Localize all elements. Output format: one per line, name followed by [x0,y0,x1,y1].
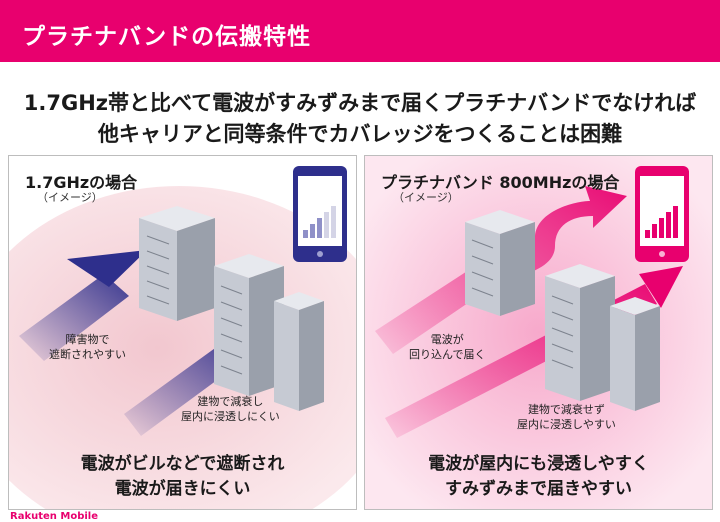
headline: 1.7GHz帯と比べて電波がすみずみまで届くプラチナバンドでなければ 他キャリア… [0,88,720,150]
building-a [465,210,535,316]
building-b [545,264,615,401]
signal-bar [317,218,322,238]
headline-line-1: 1.7GHz帯と比べて電波がすみずみまで届くプラチナバンドでなければ [23,91,697,115]
arrow-penetrate [639,266,683,308]
smartphone-icon [635,166,689,262]
smartphone-icon [293,166,347,262]
label-blocked: 障害物で遮断されやすい [49,333,126,361]
scene-1-7ghz [9,166,356,509]
signal-bar [673,206,678,238]
header-bar: プラチナバンドの伝搬特性 [0,0,720,62]
footer-brand: Rakuten Mobile [10,511,98,522]
conclusion-1-7ghz: 電波がビルなどで遮断され電波が届きにくい [80,454,285,499]
signal-bar [303,230,308,238]
building-c [274,292,324,411]
panel-title-1-7ghz: 1.7GHzの場合 [25,173,138,192]
slide-title: プラチナバンドの伝搬特性 [22,24,312,50]
signal-bar [652,224,657,238]
label-penetrate: 建物で減衰せず屋内に浸透しやすい [517,403,616,431]
signal-bar [310,224,315,238]
panel-1-7ghz: 1.7GHzの場合 （イメージ） 障害物で遮断されやすい 建物で減衰し屋内に浸透… [8,155,357,510]
conclusion-800mhz: 電波が屋内にも浸透しやすくすみずみまで届きやすい [428,454,649,499]
signal-bar [659,218,664,238]
panel-subtitle: （イメージ） [393,191,459,204]
building-c [610,297,660,411]
headline-line-2: 他キャリアと同等条件でカバレッジをつくることは困難 [97,122,623,146]
scene-800mhz [365,156,712,509]
arrow-deflected [67,250,147,287]
signal-bar [645,230,650,238]
signal-bar [324,212,329,238]
label-diffract: 電波が回り込んで届く [409,333,486,361]
panel-subtitle: （イメージ） [37,191,103,204]
signal-bar [331,206,336,238]
beam-blocked [19,274,129,361]
building-a [139,206,215,321]
signal-bars [645,206,678,238]
signal-bar [666,212,671,238]
building-b [214,254,284,396]
panel-title-800mhz: プラチナバンド 800MHzの場合 [381,173,620,192]
signal-bars [303,206,336,238]
label-attenuate: 建物で減衰し屋内に浸透しにくい [181,395,280,423]
panel-800mhz: プラチナバンド 800MHzの場合 （イメージ） 電波が回り込んで届く 建物で減… [364,155,713,510]
